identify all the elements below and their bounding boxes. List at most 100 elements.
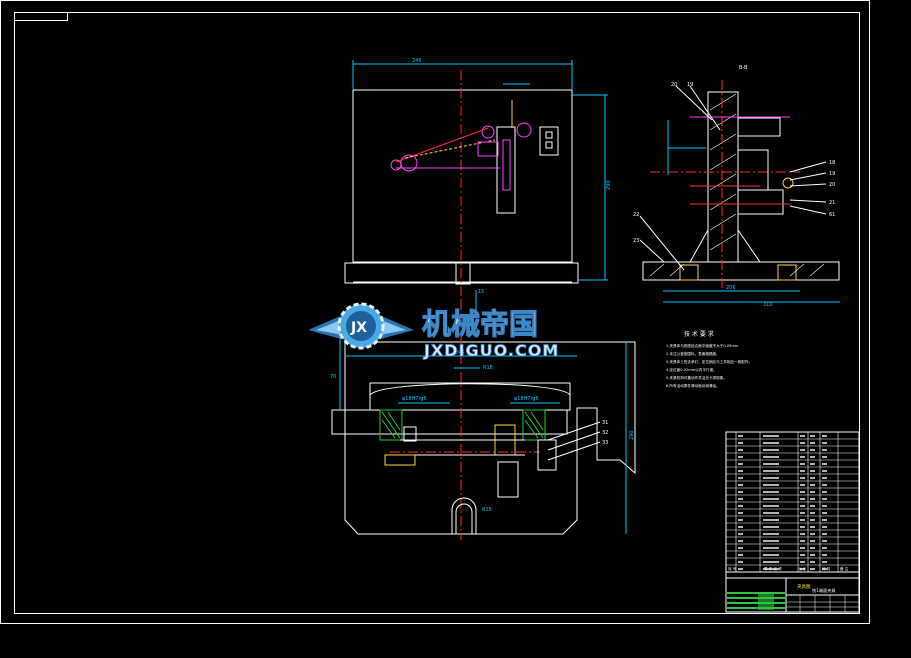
fit-left: φ18H7/g6 [402,396,427,402]
parts-list: 序 号 零 件 名 称 数 量 材 料 备 注 [725,431,860,613]
parts-cell-mark [810,442,815,444]
parts-cell-mark [810,554,815,556]
section-callouts-left [639,85,721,271]
tech-line-2: 2.未注公差按国标，表面粗糙度。 [666,351,720,356]
parts-cell-mark [800,533,805,535]
parts-cell-mark [800,463,805,465]
front-width-dim: 246 [455,350,465,356]
parts-cell-mark [763,463,779,465]
parts-cell-mark [738,442,743,444]
callout-r-3: 21 [829,200,835,206]
parts-cell-mark [738,477,743,479]
parts-cell-mark [810,456,815,458]
parts-cell-mark [738,512,743,514]
parts-cell-mark [800,456,805,458]
parts-cell-mark [763,568,779,570]
parts-cell-mark [763,547,779,549]
parts-cell-mark [800,512,805,514]
section-hatch [649,93,825,277]
parts-cell-mark [810,505,815,507]
parts-cell-mark [800,449,805,451]
parts-cell-mark [738,519,743,521]
parts-cell-mark [763,512,779,514]
callout-l-3: 23 [633,238,639,244]
parts-cell-mark [810,491,815,493]
watermark-brand-cn: 机械帝国 [422,307,538,341]
fit-right: φ18H7/g6 [514,396,539,402]
parts-cell-mark [763,477,779,479]
parts-cell-mark [800,561,805,563]
parts-cell-mark [822,526,827,528]
parts-cell-mark [800,540,805,542]
parts-cell-mark [810,498,815,500]
tech-title: 技 术 要 求 [684,330,714,338]
front-15-dim: 15 [478,289,484,295]
parts-cell-mark [810,561,815,563]
parts-cell-mark [763,526,779,528]
tech-line-1: 1.夹具体与底座结合面平面度不大于0.05mm [666,343,739,348]
parts-cell-mark [800,547,805,549]
parts-cell-mark [738,463,743,465]
parts-cell-mark [800,435,805,437]
parts-cell-mark [763,442,779,444]
parts-cell-mark [800,470,805,472]
front-view: 246 290 70 15 R18 R15 φ18H7/g6 φ18H7/g6 … [330,289,636,540]
callout-r-2: 20 [829,182,835,188]
title-block: 夹具图 铣1端面夹具 [725,577,860,613]
parts-cell-mark [763,554,779,556]
parts-cell-mark [763,470,779,472]
parts-cell-mark [810,463,815,465]
section-view: B-B 206 310 18 [633,65,840,308]
top-height-dim: 290 [606,180,612,190]
parts-cell-mark [822,456,827,458]
parts-cell-mark [738,505,743,507]
parts-cell-mark [738,526,743,528]
callout-31: 31 [602,420,608,426]
parts-cell-mark [822,561,827,563]
front-70-dim: 70 [330,374,336,380]
parts-cell-mark [822,519,827,521]
callout-32: 32 [602,430,608,436]
tech-requirements: 技 术 要 求 1.夹具体与底座结合面平面度不大于0.05mm 2.未注公差按国… [666,330,752,388]
parts-cell-mark [800,554,805,556]
callout-r-4: 61 [829,212,835,218]
tech-line-5: 5.夹紧机构可靠动作灵活无卡滞现象。 [666,375,727,380]
parts-cell-mark [738,540,743,542]
parts-cell-mark [810,533,815,535]
top-width-dim: 246 [412,58,422,64]
parts-cell-mark [763,491,779,493]
parts-cell-mark [822,498,827,500]
tech-line-3: 3.夹具体上的支承钉，定位销应与工件相应一致配作。 [666,359,752,364]
parts-cell-mark [822,463,827,465]
header-mat: 材 料 [822,566,831,571]
tech-line-4: 4.定位面0.02mm以内平行度。 [666,367,717,372]
bushing-left [379,409,417,442]
r18-dim: R18 [483,365,493,371]
parts-cell-mark [738,533,743,535]
parts-cell-mark [822,512,827,514]
parts-cell-mark [800,505,805,507]
parts-cell-mark [738,491,743,493]
parts-cell-mark [822,470,827,472]
parts-cell-mark [738,498,743,500]
parts-cell-mark [763,561,779,563]
drawing-frame [0,0,870,624]
parts-cell-mark [738,470,743,472]
parts-cell-mark [822,540,827,542]
parts-cell-mark [810,568,815,570]
parts-cell-mark [763,435,779,437]
parts-cell-mark [763,456,779,458]
parts-cell-mark [763,533,779,535]
parts-cell-mark [738,561,743,563]
callout-r-1: 19 [829,171,835,177]
parts-cell-mark [738,547,743,549]
parts-cell-mark [763,449,779,451]
callout-33: 33 [602,440,608,446]
r15-dim: R15 [482,507,492,513]
clamp-mechanism-plan [390,100,559,214]
parts-cell-mark [810,435,815,437]
parts-cell-mark [763,484,779,486]
parts-cell-mark [738,568,743,570]
parts-cell-mark [822,533,827,535]
